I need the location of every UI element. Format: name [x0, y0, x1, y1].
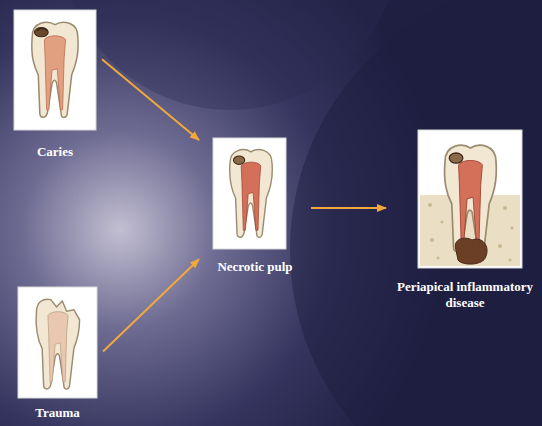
caries-tooth: [32, 22, 78, 117]
image-node: Necrotic pulp: [205, 138, 305, 275]
node-label: Caries: [14, 144, 96, 160]
flow-arrow: [103, 259, 199, 351]
image-node: Trauma: [18, 287, 97, 421]
periapical-tooth: [445, 145, 497, 251]
necrotic-tooth: [230, 150, 273, 238]
dark-circle: [60, 0, 400, 110]
image-frame: [418, 130, 522, 268]
image-frame: [14, 10, 96, 130]
image-frame: [18, 287, 97, 398]
flow-arrow: [102, 59, 199, 140]
image-node: Caries: [14, 10, 96, 160]
node-label: Trauma: [18, 405, 97, 421]
image-node: Periapical inflammatory disease: [392, 130, 538, 311]
node-label: Periapical inflammatory disease: [392, 279, 538, 311]
trauma-tooth: [36, 299, 80, 389]
flow-arrow: [311, 207, 386, 209]
periapical-lesion: [455, 238, 487, 264]
image-frame: [213, 138, 286, 249]
node-label: Necrotic pulp: [205, 259, 305, 275]
